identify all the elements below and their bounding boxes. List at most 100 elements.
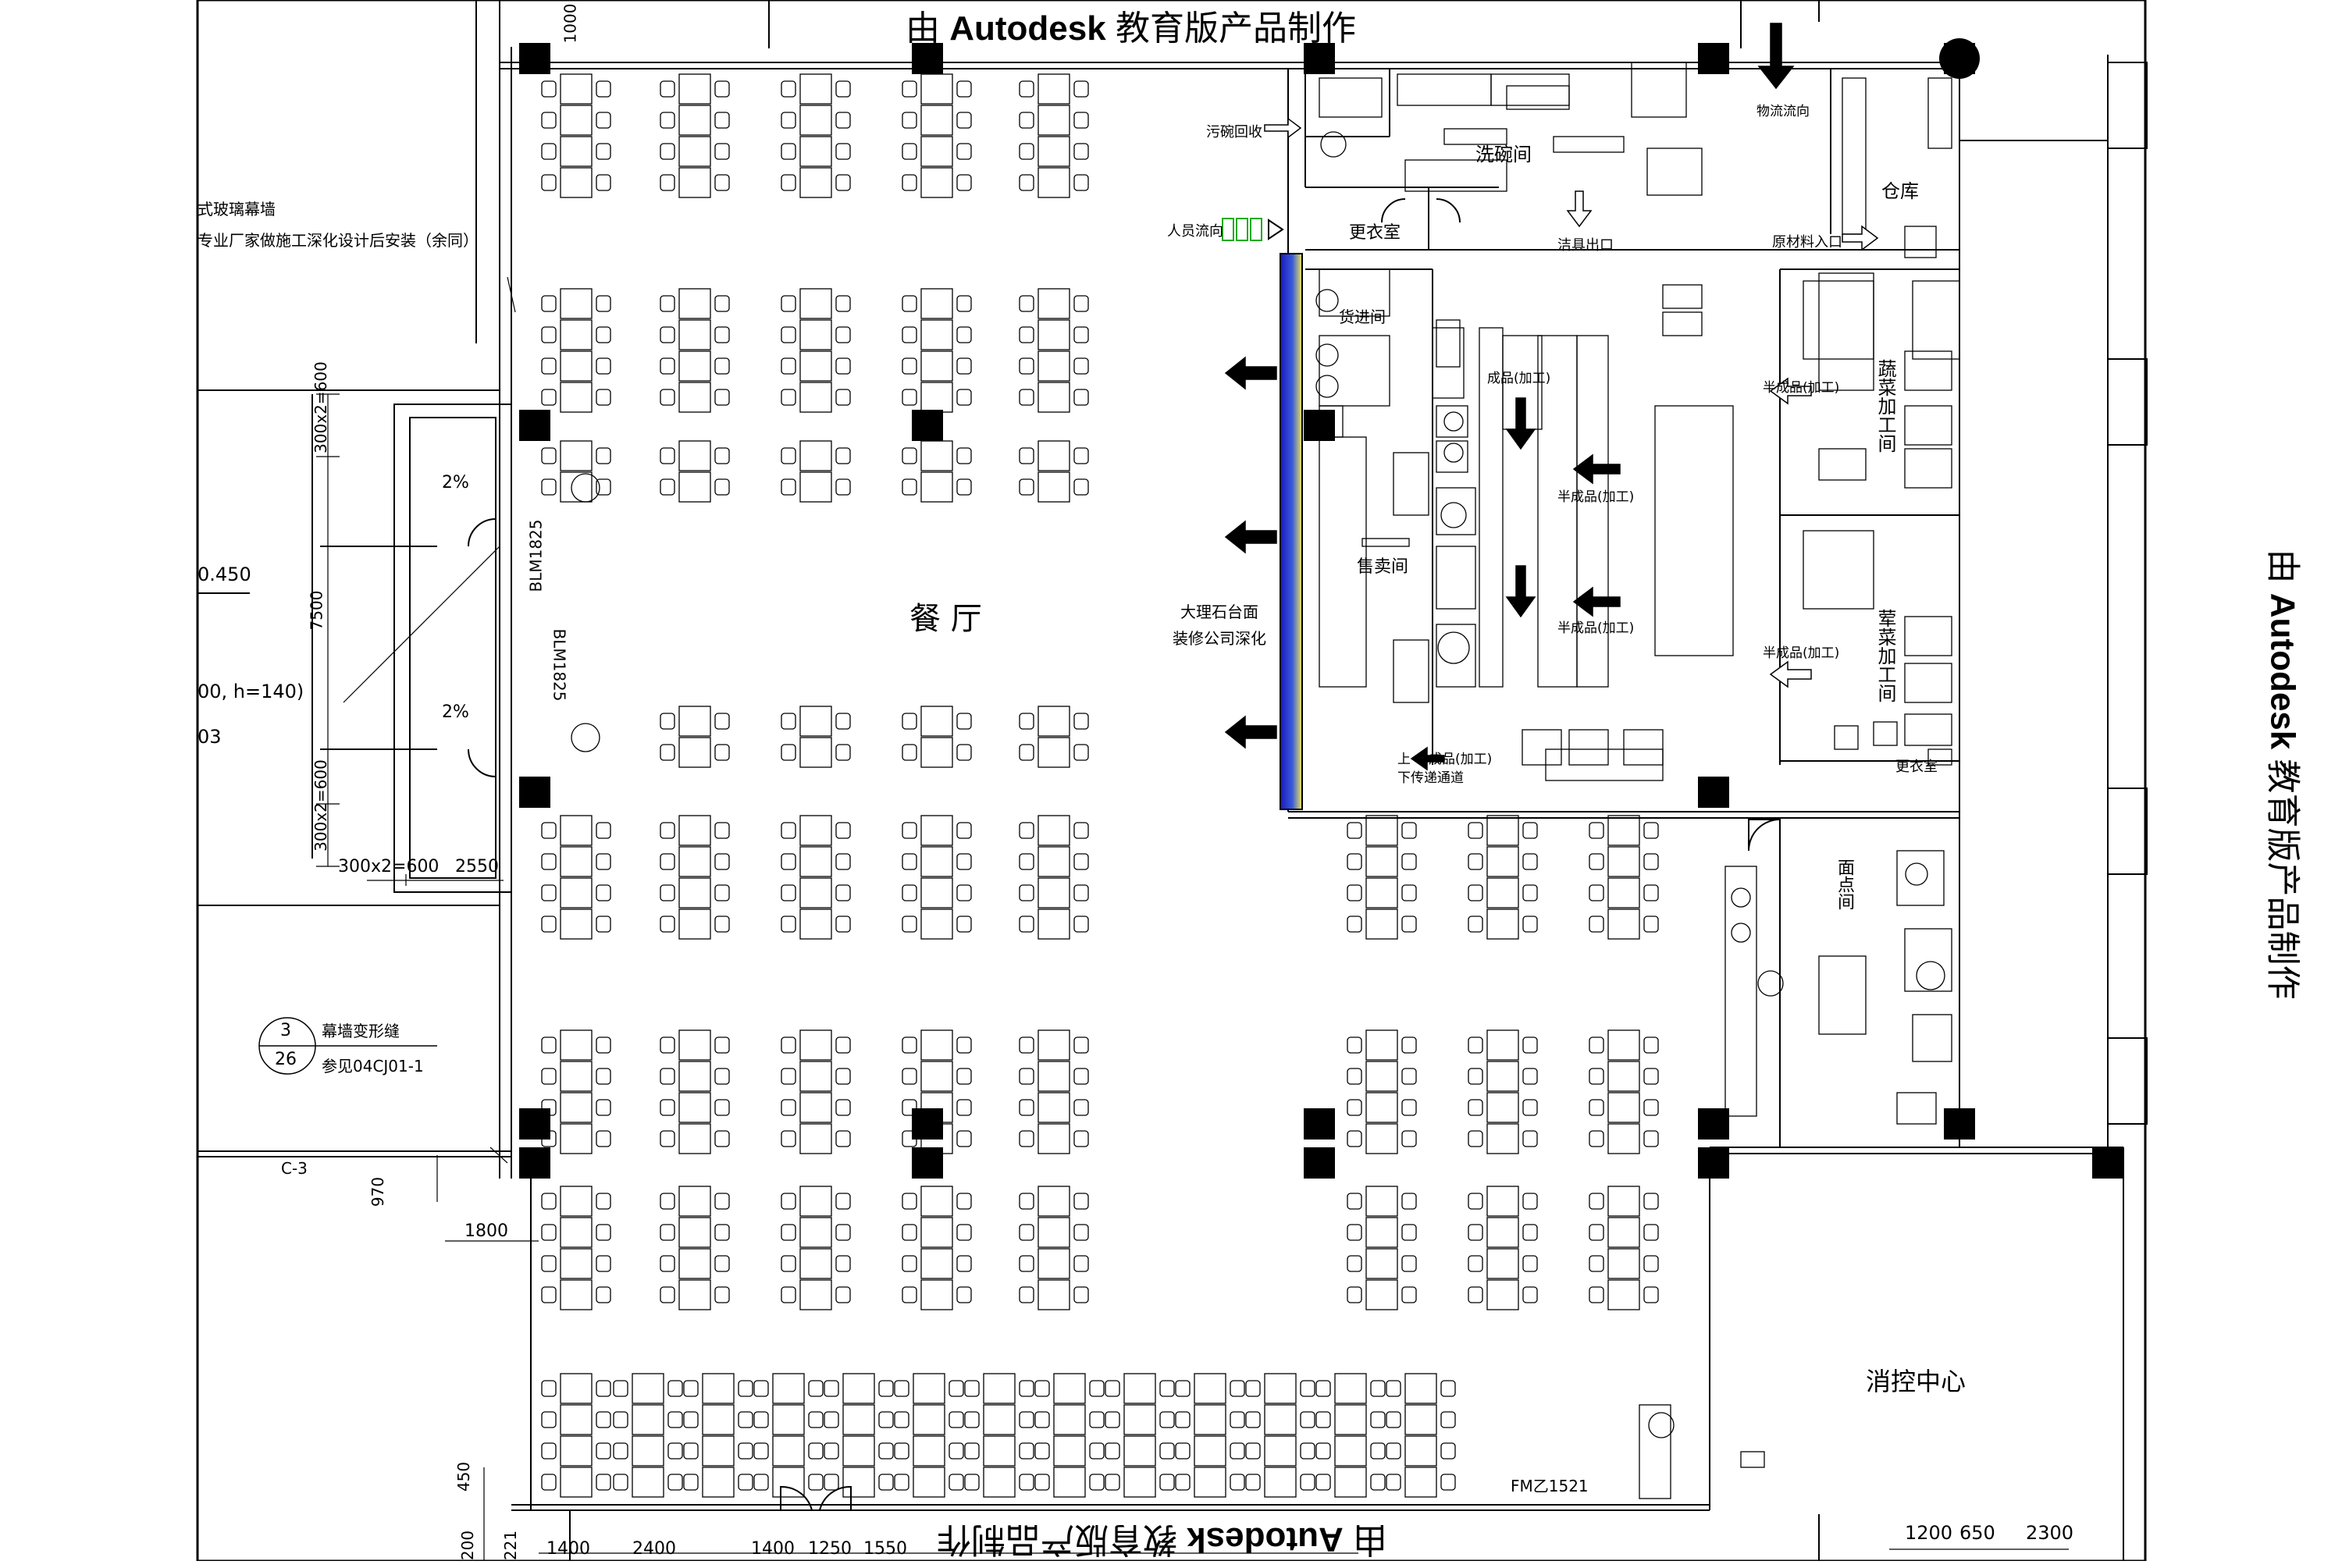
table-set (1347, 877, 1417, 940)
table (678, 1248, 711, 1279)
table (1053, 1467, 1086, 1498)
chair (541, 389, 557, 406)
table (799, 1061, 832, 1092)
table (983, 1467, 1016, 1498)
chair (596, 1411, 611, 1428)
chair (1245, 1411, 1261, 1428)
table-set (753, 1373, 824, 1435)
chair (1522, 1224, 1538, 1241)
chair (1019, 853, 1034, 870)
chair (1468, 822, 1483, 839)
chair (660, 143, 675, 160)
chair (781, 1255, 796, 1272)
chair (1386, 1380, 1401, 1397)
chair (824, 1411, 839, 1428)
table (799, 1279, 832, 1310)
table (1607, 877, 1640, 908)
circle-ref-bottom: 26 (275, 1050, 297, 1069)
equipment (1842, 77, 1867, 235)
table (1038, 815, 1070, 846)
chair (956, 713, 972, 730)
table (920, 1186, 953, 1217)
table (1486, 815, 1519, 846)
chair (541, 326, 557, 343)
table (1334, 1435, 1367, 1467)
table (560, 1467, 593, 1498)
chair (1089, 1474, 1105, 1491)
dim-300x2-c: 300x2=600 (338, 857, 440, 876)
chair (835, 1224, 851, 1241)
chair (541, 1130, 557, 1147)
chair (1468, 1286, 1483, 1303)
table (799, 1248, 832, 1279)
table-set (541, 1092, 611, 1154)
dim-bottom-2400: 2400 (632, 1539, 676, 1559)
table (799, 136, 832, 167)
chair (1019, 1036, 1034, 1054)
table (1486, 908, 1519, 940)
table-set (1019, 350, 1089, 413)
chair (878, 1442, 894, 1460)
chair (1401, 822, 1417, 839)
chair (541, 1224, 557, 1241)
table-set (660, 815, 730, 877)
table (1038, 1217, 1070, 1248)
equipment (1506, 85, 1570, 110)
chair (1230, 1411, 1245, 1428)
chair (824, 1442, 839, 1460)
table (1038, 737, 1070, 768)
chair (1347, 884, 1362, 901)
table-set (1034, 1435, 1105, 1498)
chair (781, 822, 796, 839)
chair (1105, 1411, 1120, 1428)
table (920, 1092, 953, 1123)
watermark-bottom: 由 Autodesk 教育版产品制作 (937, 1518, 1387, 1568)
equipment (1623, 729, 1664, 766)
chair (835, 1036, 851, 1054)
chair (660, 1068, 675, 1085)
fixture (1648, 1412, 1675, 1438)
chair (1643, 822, 1659, 839)
table (560, 1029, 593, 1061)
table (560, 136, 593, 167)
chair (1643, 1036, 1659, 1054)
table-set (902, 706, 972, 768)
table-set (541, 1248, 611, 1310)
table (1486, 1029, 1519, 1061)
chair (956, 478, 972, 496)
chair (956, 1130, 972, 1147)
table (772, 1404, 805, 1435)
chair (781, 112, 796, 129)
chair (541, 1255, 557, 1272)
table-set (1175, 1435, 1245, 1498)
table (799, 288, 832, 319)
chair (1401, 1068, 1417, 1085)
table-set (660, 73, 730, 136)
chair (660, 1036, 675, 1054)
chair (1073, 1224, 1089, 1241)
chair (1347, 1224, 1362, 1241)
chair (541, 822, 557, 839)
equipment (1904, 350, 1952, 391)
chair (541, 916, 557, 933)
chair (714, 389, 730, 406)
table-set (781, 350, 851, 413)
table (772, 1467, 805, 1498)
chair (1300, 1474, 1315, 1491)
chair (1401, 1099, 1417, 1116)
table (702, 1373, 735, 1404)
chair (878, 1380, 894, 1397)
table-set (1019, 706, 1089, 768)
chair (714, 357, 730, 375)
chair (660, 326, 675, 343)
table (1038, 1092, 1070, 1123)
chair (596, 853, 611, 870)
chair (1230, 1442, 1245, 1460)
table (1365, 1248, 1398, 1279)
dim-bottom-1200: 1200 (1905, 1522, 1953, 1544)
chair (1522, 916, 1538, 933)
column (912, 1147, 943, 1179)
table (678, 908, 711, 940)
equipment (1639, 1404, 1671, 1499)
equipment (1490, 73, 1570, 106)
